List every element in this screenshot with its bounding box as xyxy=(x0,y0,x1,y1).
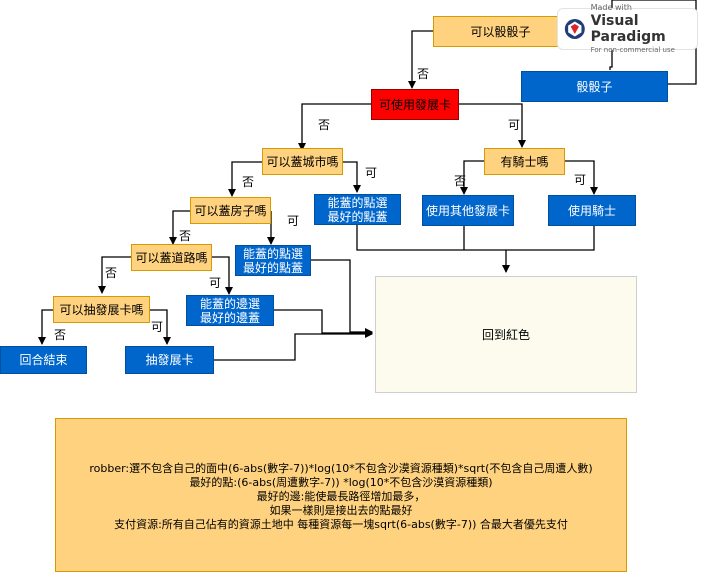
edge-knight-use-to-merge xyxy=(506,225,595,251)
note-line-robber: robber:選不包含自己的面中(6-abs(數字-7))*log(10*不包含… xyxy=(89,462,593,475)
edge-label-yes-road: 可 xyxy=(209,276,222,290)
edge-label-no-house: 否 xyxy=(179,229,192,243)
action-use-other-dev-label: 使用其他發展卡 xyxy=(425,203,510,218)
edge-city-yes xyxy=(343,161,361,193)
note-line-tie-break: 如果一樣則是接出去的點最好 xyxy=(269,504,413,517)
note-line-pay-resource: 支付資源:所有自己佔有的資源土地中 每種資源每一塊sqrt(6-abs(數字-7… xyxy=(114,518,568,531)
edge-label-yes-dev: 可 xyxy=(508,118,521,132)
decision-can-city[interactable]: 可以蓋城市嗎 xyxy=(262,148,343,175)
decision-can-draw-label: 可以抽發展卡嗎 xyxy=(59,302,144,317)
visual-paradigm-logo-icon xyxy=(564,19,585,39)
action-roll-label: 骰骰子 xyxy=(576,79,613,94)
edge-road-yes xyxy=(212,256,233,295)
note-line-best-edge: 最好的邊:能使最長路徑增加最多， xyxy=(256,490,426,503)
decision-can-road-label: 可以蓋道路嗎 xyxy=(135,250,208,265)
action-city-best[interactable]: 能蓋的點選最好的點蓋 xyxy=(314,194,401,225)
start-can-use-dev-label: 可使用發展卡 xyxy=(378,97,451,112)
edge-label-no-knight: 否 xyxy=(454,174,467,188)
action-end-turn[interactable]: 回合結束 xyxy=(0,346,87,374)
result-back-red-label: 回到紅色 xyxy=(481,328,530,342)
decision-can-road[interactable]: 可以蓋道路嗎 xyxy=(131,244,212,271)
edge-dev-no xyxy=(298,103,372,151)
edge-label-yes-house: 可 xyxy=(287,214,300,228)
edge-roll-loop xyxy=(609,0,697,85)
visual-paradigm-watermark: Made with Visual Paradigm For non-commer… xyxy=(557,3,698,54)
edge-city-best-to-merge xyxy=(356,225,506,251)
action-use-knight-label: 使用騎士 xyxy=(567,203,616,218)
decision-can-roll[interactable]: 可以骰骰子 xyxy=(433,16,568,47)
watermark-brand: Visual Paradigm xyxy=(590,13,666,45)
edge-label-no-roll: 否 xyxy=(417,67,430,81)
action-road-best[interactable]: 能蓋的邊選最好的邊蓋 xyxy=(186,295,274,326)
action-end-turn-label: 回合結束 xyxy=(19,353,68,367)
edge-dev-yes xyxy=(459,103,526,148)
note-line-best-point: 最好的點:(6-abs(周遭數字-7)) *log(10*不包含沙漠資源種類) xyxy=(189,476,493,489)
edge-draw-yes xyxy=(150,309,171,345)
edge-knight-yes xyxy=(565,160,598,195)
watermark-made-with: Made with xyxy=(590,3,632,12)
edge-label-no-road: 否 xyxy=(105,266,118,280)
watermark-license: For non-commercial use xyxy=(590,46,675,54)
action-house-best-line2: 最好的點蓋 xyxy=(242,260,303,275)
edge-roll-to-dev xyxy=(408,30,433,89)
action-road-best-line1: 能蓋的邊選 xyxy=(199,296,260,311)
edge-road-no xyxy=(98,256,131,294)
action-city-best-line1: 能蓋的點選 xyxy=(327,195,388,210)
action-draw-dev-label: 抽發展卡 xyxy=(145,353,194,367)
edge-label-no-city: 否 xyxy=(242,175,255,189)
edge-house-no xyxy=(169,210,190,245)
edge-label-yes-draw: 可 xyxy=(151,320,164,334)
edge-draw-dev-to-result xyxy=(214,330,373,361)
decision-can-roll-label: 可以骰骰子 xyxy=(470,24,531,39)
edge-knight-no xyxy=(460,160,484,195)
edge-draw-no xyxy=(38,309,53,345)
decision-can-draw[interactable]: 可以抽發展卡嗎 xyxy=(53,296,150,323)
edge-label-yes-knight: 可 xyxy=(574,173,587,187)
edge-house-best-to-result xyxy=(310,259,373,336)
action-house-best[interactable]: 能蓋的點選最好的點蓋 xyxy=(235,245,311,276)
decision-can-house[interactable]: 可以蓋房子嗎 xyxy=(190,197,271,224)
edge-city-no xyxy=(228,161,262,197)
edge-label-no-dev: 否 xyxy=(318,118,331,132)
scoring-note: robber:選不包含自己的面中(6-abs(數字-7))*log(10*不包含… xyxy=(55,418,627,572)
action-house-best-line1: 能蓋的點選 xyxy=(242,246,303,261)
decision-can-city-label: 可以蓋城市嗎 xyxy=(266,154,339,169)
decision-has-knight-label: 有騎士嗎 xyxy=(500,154,549,169)
edge-road-best-to-result xyxy=(274,309,373,337)
action-road-best-line2: 最好的邊蓋 xyxy=(199,310,260,325)
edge-label-no-draw: 否 xyxy=(54,328,67,342)
action-draw-dev[interactable]: 抽發展卡 xyxy=(125,346,214,374)
start-can-use-dev[interactable]: 可使用發展卡 xyxy=(371,89,459,120)
edge-label-yes-city: 可 xyxy=(365,166,378,180)
action-use-knight[interactable]: 使用騎士 xyxy=(548,195,636,226)
action-city-best-line2: 最好的點蓋 xyxy=(327,209,388,224)
action-roll[interactable]: 骰骰子 xyxy=(521,71,668,102)
decision-can-house-label: 可以蓋房子嗎 xyxy=(194,203,267,218)
decision-has-knight[interactable]: 有騎士嗎 xyxy=(484,148,565,175)
action-use-other-dev[interactable]: 使用其他發展卡 xyxy=(422,195,514,226)
result-back-red[interactable]: 回到紅色 xyxy=(375,276,637,393)
